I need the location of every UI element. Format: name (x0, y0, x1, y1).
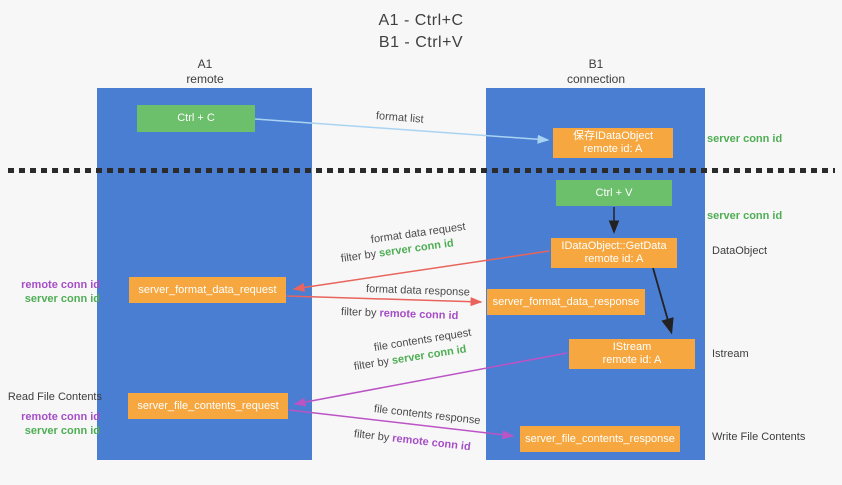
phase-divider-line (8, 168, 835, 173)
server-file-contents-response-box: server_file_contents_response (520, 426, 680, 452)
format-list-arrow (254, 118, 550, 144)
server-conn-id-left-1: server conn id (24, 293, 100, 305)
idataobject-getdata-box: IDataObject::GetData remote id: A (551, 238, 677, 268)
lane-a1-subtitle: remote (186, 72, 224, 86)
remote-conn-id-left-1: remote conn id (21, 279, 100, 291)
file-contents-request-arrow (293, 352, 568, 407)
lane-a1-name: A1 (197, 57, 213, 71)
server-file-contents-request-label: server_file_contents_request (137, 399, 279, 412)
server-format-data-response-box: server_format_data_response (487, 289, 645, 315)
dataobject-label: DataObject (712, 245, 768, 257)
remote-conn-id-left-2: remote conn id (21, 411, 100, 423)
left-conn-id-stack-2: remote conn id server conn id (0, 410, 100, 438)
read-file-contents-label: Read File Contents (7, 391, 102, 403)
write-file-contents-label: Write File Contents (712, 431, 806, 443)
getdata-to-istream-arrow (652, 267, 674, 335)
save-idataobject-box: 保存IDataObject remote id: A (553, 128, 673, 158)
lane-b1-name: B1 (588, 57, 604, 71)
lane-b1-subtitle: connection (566, 72, 626, 86)
ctrl-v-box: Ctrl + V (556, 180, 672, 206)
server-file-contents-response-label: server_file_contents_response (525, 432, 675, 445)
title-line-1: A1 - Ctrl+C (378, 12, 464, 29)
server-conn-id-right-top: server conn id (707, 133, 783, 145)
getdata-line1: IDataObject::GetData (561, 240, 667, 252)
istream-line1: IStream (612, 341, 652, 353)
server-conn-id-left-2: server conn id (24, 425, 100, 437)
ctrl-c-label: Ctrl + C (177, 112, 215, 124)
file-contents-response-arrow (288, 409, 515, 440)
ctrl-c-box: Ctrl + C (137, 105, 255, 132)
diagram-title: A1 - Ctrl+C B1 - Ctrl+V (0, 10, 842, 53)
lane-header-b1: B1 connection (536, 57, 656, 87)
istream-box: IStream remote id: A (569, 339, 695, 369)
server-conn-id-right-mid: server conn id (707, 210, 783, 222)
left-conn-id-stack-1: remote conn id server conn id (0, 278, 100, 306)
getdata-line2: remote id: A (584, 253, 644, 265)
server-format-data-request-box: server_format_data_request (129, 277, 286, 303)
save-idataobject-line1: 保存IDataObject (572, 130, 654, 142)
istream-line2: remote id: A (602, 354, 662, 366)
format-data-response-arrow (286, 295, 483, 307)
lane-header-a1: A1 remote (145, 57, 265, 87)
format-data-request-arrow (292, 250, 550, 292)
server-format-data-request-label: server_format_data_request (138, 283, 277, 296)
server-format-data-response-label: server_format_data_response (492, 295, 640, 308)
istream-side-label: Istream (712, 348, 749, 360)
save-idataobject-line2: remote id: A (583, 143, 643, 155)
title-line-2: B1 - Ctrl+V (378, 33, 464, 51)
server-file-contents-request-box: server_file_contents_request (128, 393, 288, 419)
filter-prefix: filter by (340, 306, 380, 320)
ctrl-v-label: Ctrl + V (595, 186, 633, 199)
